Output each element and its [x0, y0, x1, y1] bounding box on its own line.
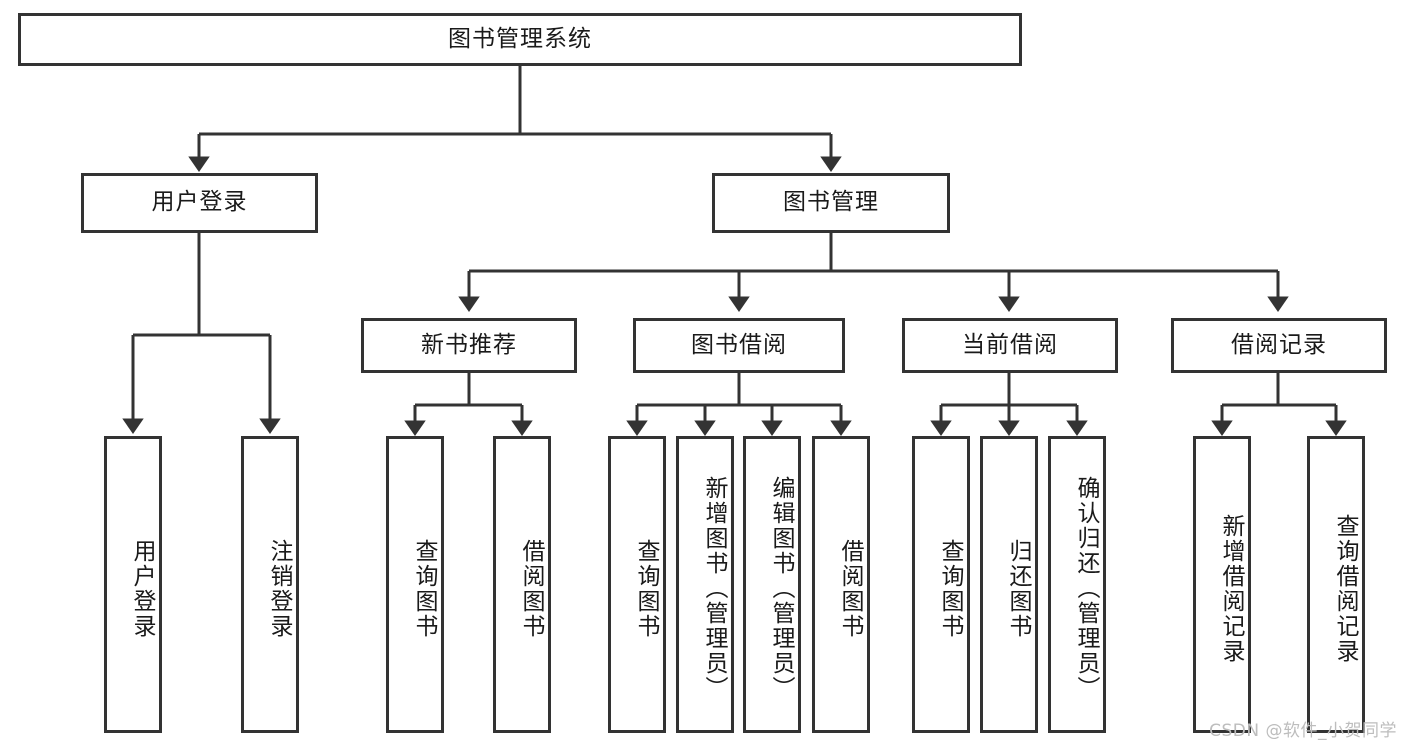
node-book-manage[interactable]: 图书管理	[712, 173, 950, 233]
node-label: 图书管理系统	[448, 25, 592, 52]
node-label: 借阅记录	[1231, 331, 1327, 358]
node-leaf-user-login[interactable]: 用户登录	[104, 436, 162, 733]
node-label: 借阅图书	[837, 538, 863, 639]
node-leaf-borrow-book-1[interactable]: 借阅图书	[493, 436, 551, 733]
node-label: 新书推荐	[421, 331, 517, 358]
node-label: 图书管理	[783, 189, 879, 216]
node-leaf-confirm-return[interactable]: 确认归还（管理员）	[1048, 436, 1106, 733]
node-leaf-add-record[interactable]: 新增借阅记录	[1193, 436, 1251, 733]
node-label: 查询图书	[633, 538, 659, 639]
node-label: 查询图书	[411, 538, 437, 639]
node-label: 当前借阅	[962, 331, 1058, 358]
node-label: 归还图书	[1005, 538, 1031, 639]
node-leaf-return-book[interactable]: 归还图书	[980, 436, 1038, 733]
node-label: 用户登录	[151, 189, 248, 216]
node-leaf-edit-book[interactable]: 编辑图书（管理员）	[743, 436, 801, 733]
node-leaf-query-book-3[interactable]: 查询图书	[912, 436, 970, 733]
node-leaf-query-book-2[interactable]: 查询图书	[608, 436, 666, 733]
node-label: 注销登录	[266, 538, 292, 639]
node-label: 查询图书	[937, 538, 963, 639]
node-leaf-borrow-book-2[interactable]: 借阅图书	[812, 436, 870, 733]
node-label: 编辑图书（管理员）	[768, 476, 794, 701]
node-book-borrow[interactable]: 图书借阅	[633, 318, 845, 373]
node-leaf-query-book-1[interactable]: 查询图书	[386, 436, 444, 733]
node-current-borrow[interactable]: 当前借阅	[902, 318, 1118, 373]
node-label: 查询借阅记录	[1332, 513, 1358, 664]
node-user-login[interactable]: 用户登录	[81, 173, 318, 233]
node-label: 新增借阅记录	[1218, 513, 1244, 664]
node-leaf-logout[interactable]: 注销登录	[241, 436, 299, 733]
watermark-text: CSDN @软件_小贺同学	[1209, 721, 1397, 741]
node-new-book-recommend[interactable]: 新书推荐	[361, 318, 577, 373]
node-label: 借阅图书	[518, 538, 544, 639]
node-label: 新增图书（管理员）	[701, 476, 727, 701]
node-borrow-record[interactable]: 借阅记录	[1171, 318, 1387, 373]
node-leaf-query-record[interactable]: 查询借阅记录	[1307, 436, 1365, 733]
node-label: 用户登录	[129, 538, 155, 639]
node-system-root[interactable]: 图书管理系统	[18, 13, 1022, 66]
node-leaf-add-book[interactable]: 新增图书（管理员）	[676, 436, 734, 733]
node-label: 图书借阅	[691, 331, 787, 358]
node-label: 确认归还（管理员）	[1073, 476, 1099, 701]
